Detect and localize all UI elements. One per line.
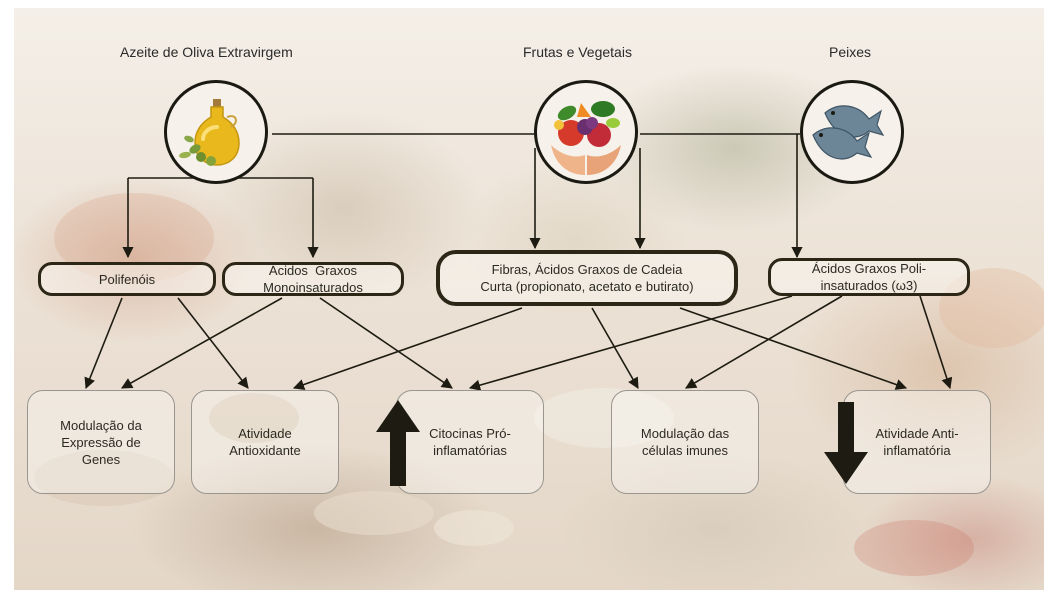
arrow-mufa-to-gene	[121, 297, 283, 389]
fish-pair-icon	[812, 105, 885, 160]
fruits-vegetables-circle	[534, 80, 638, 184]
cytokine-label-line2: inflamatórias	[433, 443, 507, 458]
fiber-scfa-box: Fibras, Ácidos Graxos de Cadeia Curta (p…	[436, 250, 738, 306]
gene-expression-box: Modulação da Expressão de Genes	[27, 390, 175, 494]
source-title-fish: Peixes	[829, 44, 872, 60]
arrow-up-icon	[376, 400, 420, 486]
arrow-polyphenols-to-gene	[84, 297, 123, 390]
polyphenols-label: Polifenóis	[98, 271, 156, 287]
antioxidant-activity-box: Atividade Antioxidante	[191, 390, 339, 494]
pufa-box: Ácidos Graxos Poli- insaturados (ω3)	[768, 258, 970, 296]
immune-cell-modulation-box: Modulação das células imunes	[611, 390, 759, 494]
olive-oil-bottle-icon	[179, 99, 240, 166]
arrow-down-icon	[824, 402, 868, 484]
pufa-label-line1: Ácidos Graxos Poli-	[811, 261, 927, 276]
antiinfl-label-line2: inflamatória	[883, 443, 951, 458]
source-title-fruits-vegetables: Frutas e Vegetais	[523, 44, 632, 60]
gene-label-line1: Modulação da	[60, 417, 142, 433]
arrow-pufa-to-immune	[685, 295, 843, 389]
mufa-label-line1: Ácidos Graxos	[268, 263, 358, 278]
gene-label-line2: Expressão de	[61, 434, 141, 450]
cytokine-label-line1: Citocinas Pró-	[429, 426, 511, 441]
arrow-polyphenols-to-antiox	[177, 297, 249, 389]
antiox-label-line2: Antioxidante	[229, 443, 301, 458]
source-title-olive-oil: Azeite de Oliva Extravirgem	[120, 44, 293, 60]
antiinfl-label-line1: Atividade Anti-	[875, 426, 959, 441]
fish-circle	[800, 80, 904, 184]
gene-label-line3: Genes	[81, 451, 121, 467]
arrow-pufa-to-cytokine	[468, 295, 793, 391]
arrow-fiber-to-immune	[591, 307, 639, 389]
arrow-fiber-to-antiox	[292, 307, 523, 390]
fiber-label-line1: Fibras, Ácidos Graxos de Cadeia	[491, 262, 683, 277]
fiber-label-line2: Curta (propionato, acetato e butirato)	[480, 279, 694, 294]
immune-label-line2: células imunes	[641, 443, 728, 458]
anti-inflammatory-activity-box: Atividade Anti- inflamatória	[843, 390, 991, 494]
antiox-label-line1: Atividade	[238, 426, 292, 441]
polyphenols-box: Polifenóis	[38, 262, 216, 296]
pufa-label-line2: insaturados (ω3)	[820, 278, 918, 293]
arrow-mufa-to-cytokine	[319, 297, 453, 389]
arrow-fiber-to-antiinfl	[679, 307, 908, 390]
mufa-box: Ácidos Graxos Monoinsaturados	[222, 262, 404, 296]
immune-label-line1: Modulação das	[640, 426, 730, 441]
mufa-label-line2: Monoinsaturados	[263, 280, 363, 295]
arrow-pufa-to-antiinfl	[919, 295, 953, 390]
olive-oil-circle	[164, 80, 268, 184]
hands-holding-produce-icon	[551, 101, 621, 175]
